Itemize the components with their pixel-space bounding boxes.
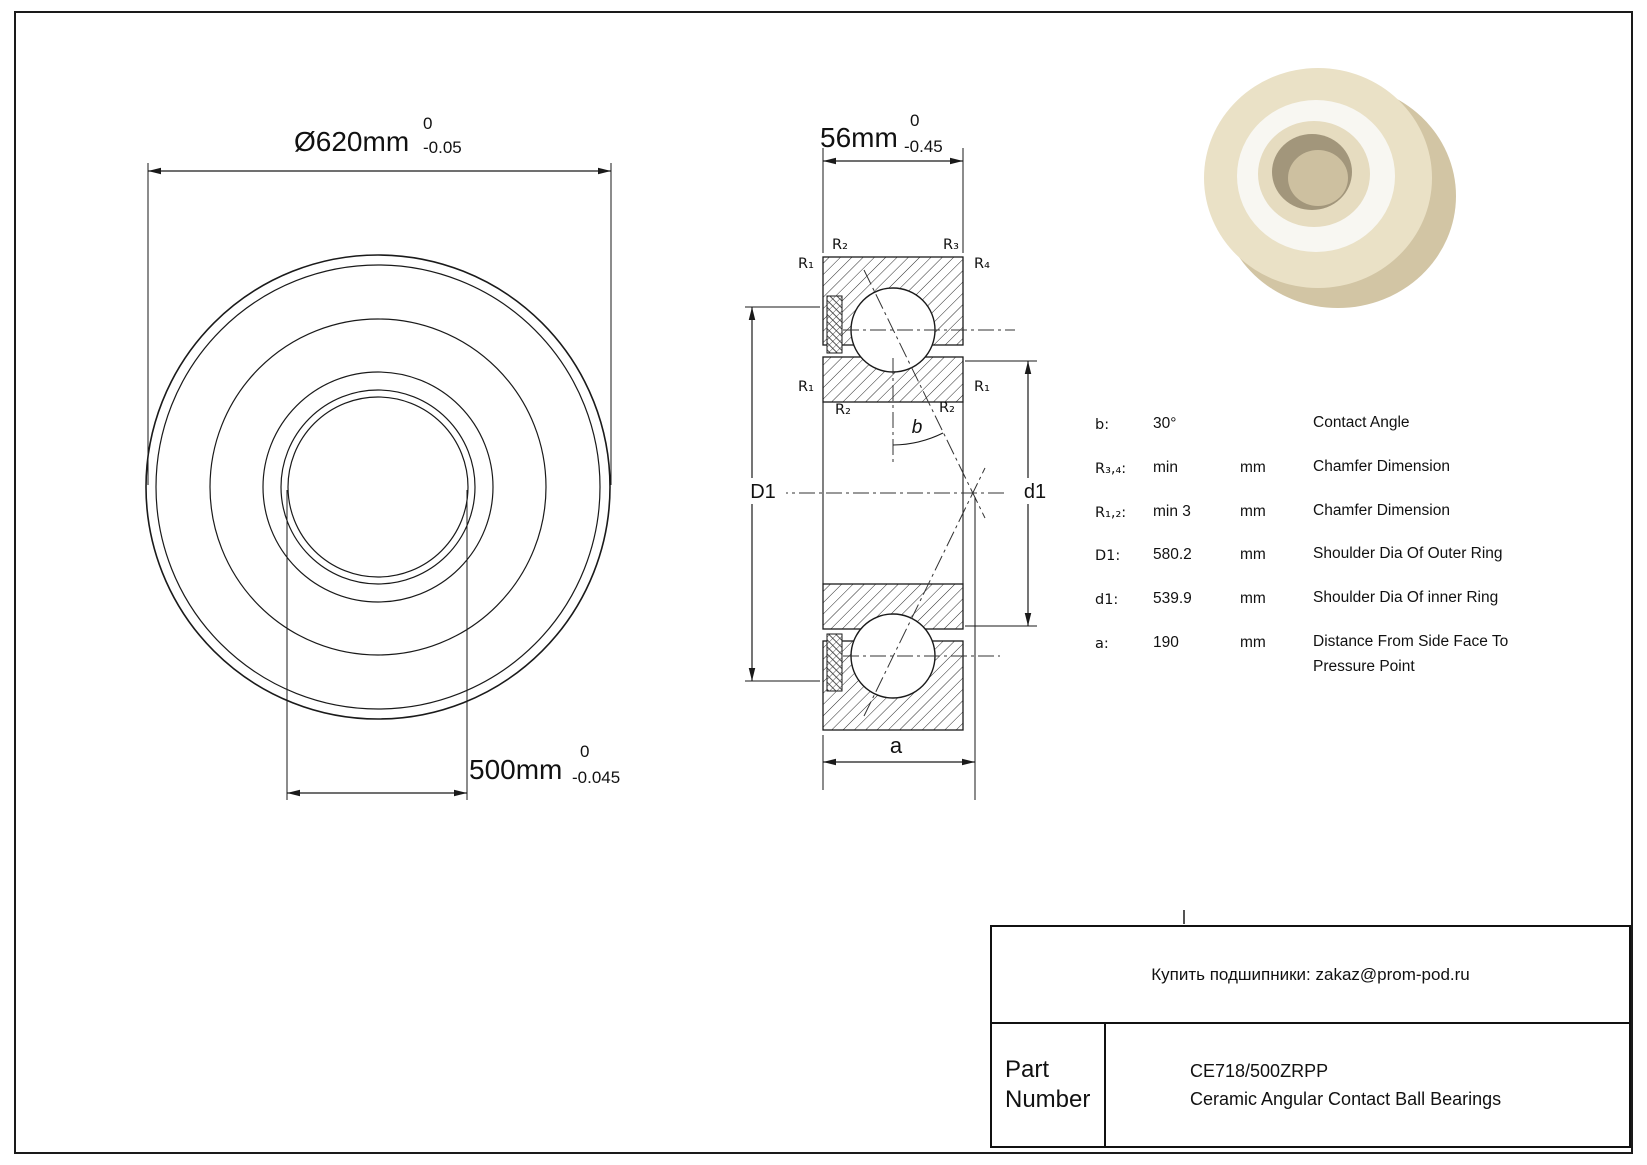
title-block-contact-cell: Купить подшипники: zakaz@prom-pod.ru xyxy=(992,927,1629,1024)
outer-shoulder-label: D1 xyxy=(750,481,776,503)
outer-shoulder-circle xyxy=(209,318,547,656)
spec-desc: Contact Angle xyxy=(1313,414,1410,431)
pressure-distance-dimension: a xyxy=(822,497,976,800)
r2-label-top-left: R₂ xyxy=(832,237,848,253)
outer-diameter-circle xyxy=(145,254,611,720)
spec-key: R₁,₂: xyxy=(1095,504,1127,521)
spec-unit: mm xyxy=(1240,502,1266,520)
inner-shoulder-dimension: d1 xyxy=(965,360,1056,627)
od-tolerance-upper: 0 xyxy=(423,114,432,133)
contact-angle-dimension: b xyxy=(892,417,944,446)
spec-row-chamfer-34: R₃,₄: min mm Chamfer Dimension xyxy=(1095,458,1595,480)
spec-row-inner-shoulder: d1: 539.9 mm Shoulder Dia Of inner Ring xyxy=(1095,589,1595,611)
spec-value: min 3 xyxy=(1153,502,1191,520)
spec-value: 30° xyxy=(1153,415,1177,432)
contact-line-top xyxy=(863,269,986,519)
pressure-distance-label: a xyxy=(890,733,903,758)
bore-tolerance-upper: 0 xyxy=(580,742,589,761)
inner-shoulder-label: d1 xyxy=(1024,481,1046,503)
chamfer-labels: R₁ R₂ R₃ R₄ R₁ R₁ R₂ R₂ xyxy=(798,237,990,418)
spec-unit: mm xyxy=(1240,633,1266,651)
spec-row-contact-angle: b: 30° Contact Angle xyxy=(1095,414,1595,436)
sheet-border xyxy=(14,11,1633,1154)
title-block: Купить подшипники: zakaz@prom-pod.ru Par… xyxy=(990,925,1631,1148)
r1-label-top-left: R₁ xyxy=(798,256,814,272)
spec-key: b: xyxy=(1095,417,1110,433)
spec-unit: mm xyxy=(1240,590,1266,608)
spec-value: 190 xyxy=(1153,633,1179,651)
photo-bore-inner xyxy=(1288,150,1348,206)
spec-desc: Distance From Side Face To Pressure Poin… xyxy=(1313,632,1509,675)
width-tolerance-lower: -0.45 xyxy=(904,137,943,156)
contact-line-bottom xyxy=(863,467,986,717)
spec-value: 580.2 xyxy=(1153,546,1192,564)
bearing-photo xyxy=(1204,68,1456,308)
inner-shoulder-circle xyxy=(262,371,494,603)
spec-row-pressure-distance: a: 190 mm Distance From Side Face To Pre… xyxy=(1095,633,1595,680)
width-dimension: 56mm 0 -0.45 xyxy=(820,111,964,253)
part-description: Ceramic Angular Contact Ball Bearings xyxy=(1190,1088,1502,1109)
r1-label-mid-left: R₁ xyxy=(798,379,814,395)
spec-value: 539.9 xyxy=(1153,590,1192,608)
title-block-bottom-row: Part Number CE718/500ZRPP Ceramic Angula… xyxy=(992,1024,1629,1146)
bore-chamfer-circle xyxy=(280,389,476,585)
part-number-value: CE718/500ZRPP xyxy=(1190,1060,1329,1081)
seal-top xyxy=(826,295,843,354)
part-number-cell: CE718/500ZRPP Ceramic Angular Contact Ba… xyxy=(1106,1024,1629,1146)
outer-ring-face-circle xyxy=(155,264,601,710)
contact-text: Купить подшипники: zakaz@prom-pod.ru xyxy=(1151,964,1470,984)
spec-unit: mm xyxy=(1240,458,1266,476)
r3-label-top-right: R₃ xyxy=(943,237,959,253)
r1-label-mid-right: R₁ xyxy=(974,379,990,395)
spec-key: d1: xyxy=(1095,592,1119,609)
spec-key: a: xyxy=(1095,635,1109,652)
width-dimension-value: 56mm xyxy=(820,122,898,153)
spec-value: min xyxy=(1153,458,1178,476)
spec-desc: Chamfer Dimension xyxy=(1313,501,1450,519)
spec-key: R₃,₄: xyxy=(1095,460,1127,477)
od-tolerance-lower: -0.05 xyxy=(423,138,462,157)
spec-unit: mm xyxy=(1240,546,1266,564)
spec-key: D1: xyxy=(1095,548,1121,565)
front-view xyxy=(145,254,611,720)
bore-tolerance-lower: -0.045 xyxy=(572,768,620,787)
contact-angle-label: b xyxy=(912,417,923,438)
spec-desc: Shoulder Dia Of Outer Ring xyxy=(1313,545,1503,563)
spec-desc: Shoulder Dia Of inner Ring xyxy=(1313,589,1499,607)
bore-circle xyxy=(287,396,469,578)
spec-desc: Chamfer Dimension xyxy=(1313,457,1450,475)
r2-label-bottom-left: R₂ xyxy=(835,402,851,418)
outer-shoulder-dimension: D1 xyxy=(740,306,820,682)
r4-label-top-right: R₄ xyxy=(974,256,990,272)
r2-label-bottom-right: R₂ xyxy=(939,400,955,416)
od-dimension: Ø620mm 0 -0.05 xyxy=(147,114,612,485)
part-number-label: Part Number xyxy=(992,1024,1106,1146)
bore-dimension-value: 500mm xyxy=(469,754,562,785)
seal-bottom xyxy=(826,633,843,692)
width-tolerance-upper: 0 xyxy=(910,111,919,130)
spec-row-outer-shoulder: D1: 580.2 mm Shoulder Dia Of Outer Ring xyxy=(1095,545,1595,567)
spec-row-chamfer-12: R₁,₂: min 3 mm Chamfer Dimension xyxy=(1095,502,1595,524)
od-dimension-value: Ø620mm xyxy=(294,126,409,157)
spec-table: b: 30° Contact Angle R₃,₄: min mm Chamfe… xyxy=(1095,414,1595,703)
bore-dimension: 500mm 0 -0.045 xyxy=(286,490,620,800)
